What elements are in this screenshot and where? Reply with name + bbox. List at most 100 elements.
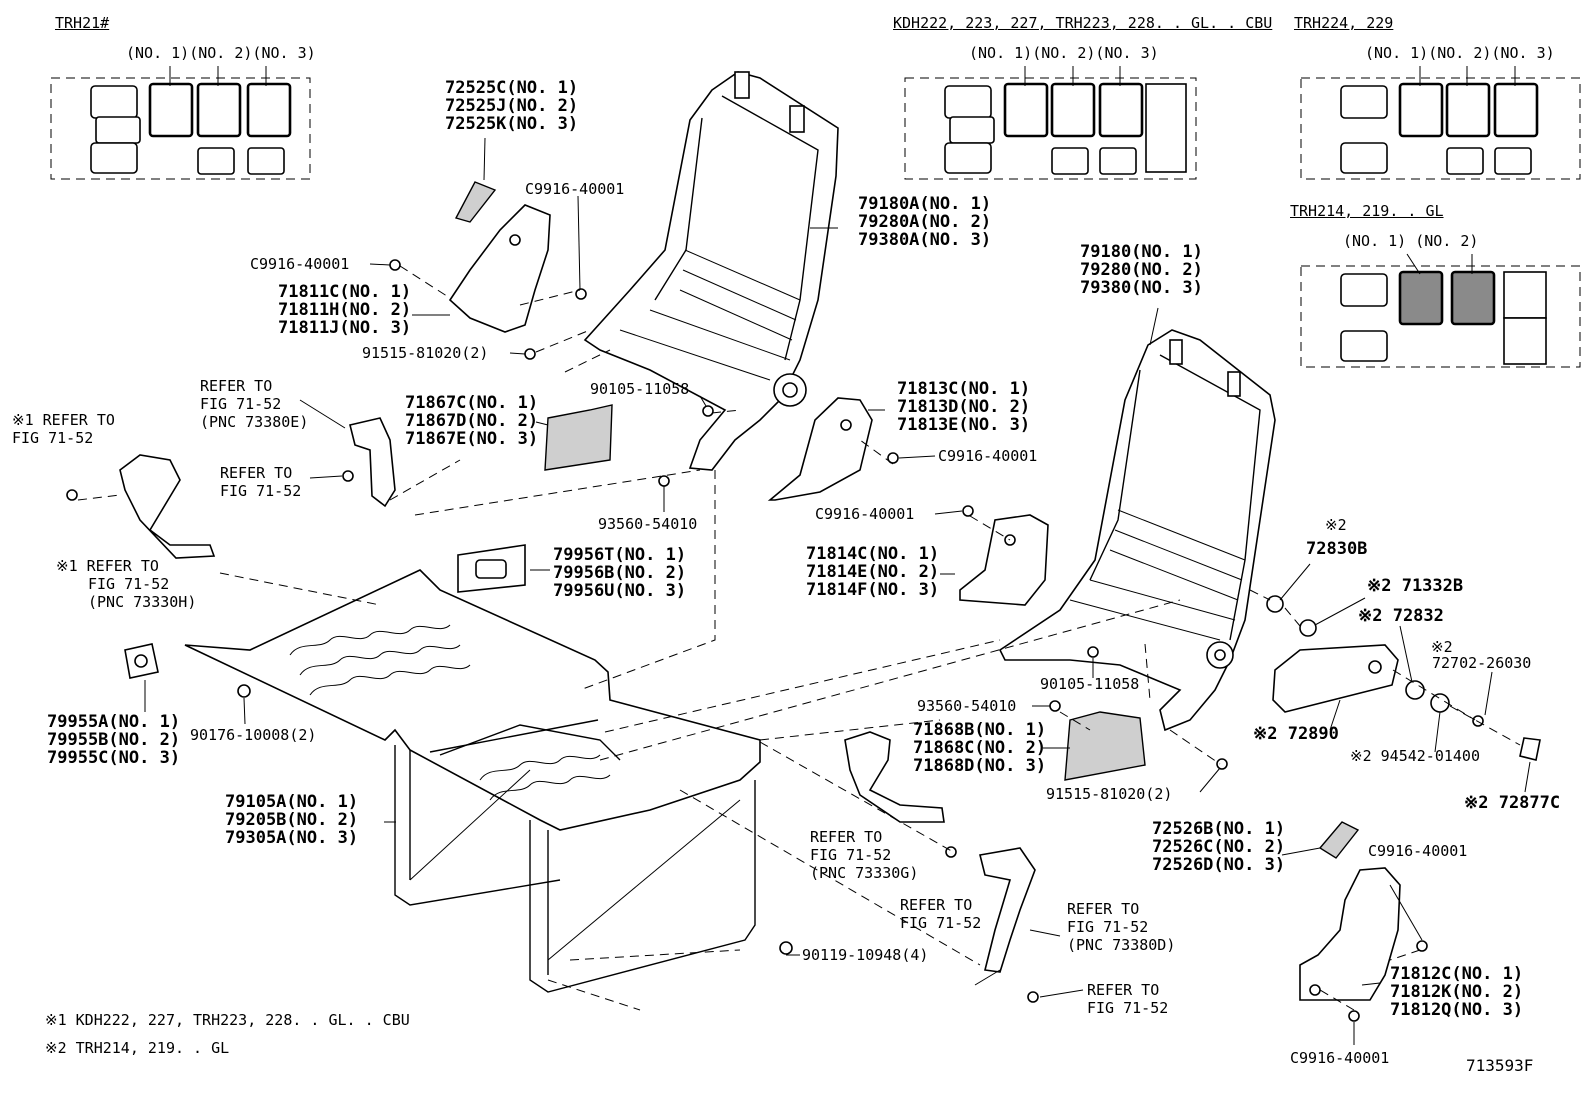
part-number: 72525J(NO. 2) xyxy=(445,96,579,116)
hinge-cover-71814 xyxy=(959,514,1049,606)
header-trh224: TRH224, 229 xyxy=(1294,14,1394,32)
part-number: 71867E(NO. 3) xyxy=(405,429,539,449)
callout-line: (PNC 73380E) xyxy=(200,413,309,431)
belt-anchor-left xyxy=(119,454,216,559)
part-number: 71812K(NO. 2) xyxy=(1390,982,1524,1002)
seat-numbers-trh224: (NO. 1)(NO. 2)(NO. 3) xyxy=(1365,44,1555,62)
seat-numbers-trh214: (NO. 1) (NO. 2) xyxy=(1343,232,1479,250)
part-number: 79956T(NO. 1) xyxy=(553,545,687,565)
figure-number: 713593F xyxy=(1466,1056,1534,1075)
label-72526: 72526B(NO. 1) 72526C(NO. 2) 72526D(NO. 3… xyxy=(1152,820,1285,874)
callout-line: (PNC 73330H) xyxy=(88,593,197,611)
part-number: 71812Q(NO. 3) xyxy=(1390,1000,1524,1020)
seat-numbers-trh21: (NO. 1)(NO. 2)(NO. 3) xyxy=(126,44,316,62)
label-c9916-top: C9916-40001 xyxy=(525,180,625,198)
callout-refer-3: REFER TO FIG 71-52 xyxy=(220,464,301,500)
label-71812: 71812C(NO. 1) 71812K(NO. 2) 71812Q(NO. 3… xyxy=(1390,965,1523,1019)
headrest-cover-72525 xyxy=(454,181,497,223)
seat-numbers-kdh: (NO. 1)(NO. 2)(NO. 3) xyxy=(969,44,1159,62)
part-number: 71813D(NO. 2) xyxy=(897,397,1031,417)
callout-refer-8: REFER TO FIG 71-52 xyxy=(1087,981,1168,1017)
seatback-frame-left xyxy=(583,71,839,471)
callout-line: FIG 71-52 xyxy=(1087,999,1169,1017)
part-number: 79205B(NO. 2) xyxy=(225,810,359,830)
part-number: 71867D(NO. 2) xyxy=(405,411,539,431)
header-kdh: KDH222, 223, 227, TRH223, 228. . GL. . C… xyxy=(893,14,1273,32)
armrest-72890 xyxy=(1272,644,1399,713)
label-90105-mid: 90105-11058 xyxy=(1040,675,1140,693)
label-79180a: 79180A(NO. 1) 79280A(NO. 2) 79380A(NO. 3… xyxy=(858,195,991,249)
callout-line: REFER TO xyxy=(900,896,973,914)
part-number: 79956B(NO. 2) xyxy=(553,563,687,583)
callout-line: REFER TO xyxy=(810,828,883,846)
label-79105: 79105A(NO. 1) 79205B(NO. 2) 79305A(NO. 3… xyxy=(225,793,358,847)
label-72830b: 72830B xyxy=(1306,539,1368,559)
callout-line: FIG 71-52 xyxy=(900,914,982,932)
footnote-1: ※1 KDH222, 227, TRH223, 228. . GL. . CBU xyxy=(45,1011,410,1029)
label-93560-top: 93560-54010 xyxy=(598,515,698,533)
callout-line: FIG 71-52 xyxy=(810,846,892,864)
part-number: 79180A(NO. 1) xyxy=(858,194,992,214)
seat-number-leaders xyxy=(169,66,1516,275)
belt-anchor-right xyxy=(844,731,945,823)
label-71868: 71868B(NO. 1) 71868C(NO. 2) 71868D(NO. 3… xyxy=(913,721,1046,775)
layout-box-trh224 xyxy=(1300,77,1581,180)
label-71814: 71814C(NO. 1) 71814E(NO. 2) 71814F(NO. 3… xyxy=(806,545,939,599)
label-91515-right: 91515-81020(2) xyxy=(1046,785,1173,803)
part-number: 71814F(NO. 3) xyxy=(806,580,940,600)
label-71332b: ※2 71332B xyxy=(1367,576,1464,596)
header-trh214: TRH214, 219. . GL xyxy=(1290,202,1444,220)
part-number: 79955B(NO. 2) xyxy=(47,730,181,750)
part-number: 72525C(NO. 1) xyxy=(445,78,579,98)
callout-line: REFER TO xyxy=(1067,900,1140,918)
label-c9916-mid: C9916-40001 xyxy=(938,447,1038,465)
part-number: 79955C(NO. 3) xyxy=(47,748,181,768)
assembly-dash-lines xyxy=(77,265,1521,1011)
layout-box-kdh xyxy=(904,77,1197,180)
label-c9916-mid2: C9916-40001 xyxy=(815,505,915,523)
part-number: 71814E(NO. 2) xyxy=(806,562,940,582)
callout-line: REFER TO xyxy=(200,377,273,395)
label-c9916-br-bot: C9916-40001 xyxy=(1290,1049,1390,1067)
label-79955: 79955A(NO. 1) 79955B(NO. 2) 79955C(NO. 3… xyxy=(47,713,180,767)
part-number: 71811C(NO. 1) xyxy=(278,282,412,302)
label-72702: 72702-26030 xyxy=(1432,654,1532,672)
callout-refer-7: REFER TO FIG 71-52 (PNC 73380D) xyxy=(1067,900,1175,954)
callout-line: (PNC 73330G) xyxy=(810,864,919,882)
callout-line: ※1 REFER TO xyxy=(12,411,115,429)
callout-line: FIG 71-52 xyxy=(88,575,170,593)
callout-line: REFER TO xyxy=(220,464,293,482)
buckle-cover-71868 xyxy=(1064,711,1146,781)
hinge-cover-71811 xyxy=(448,204,551,333)
part-number: 72526C(NO. 2) xyxy=(1152,837,1286,857)
callout-line: ※1 REFER TO xyxy=(56,557,159,575)
part-number: 79105A(NO. 1) xyxy=(225,792,359,812)
part-number: 71814C(NO. 1) xyxy=(806,544,940,564)
seat-belt-buckle-cover-71867 xyxy=(544,404,613,471)
cushion-stopper-79955 xyxy=(124,643,159,679)
label-90176: 90176-10008(2) xyxy=(190,726,317,744)
part-number: 71811J(NO. 3) xyxy=(278,318,412,338)
belt-buckle-right xyxy=(979,847,1036,973)
callout-line: (PNC 73380D) xyxy=(1067,936,1176,954)
bolts xyxy=(66,259,1484,1022)
label-72525: 72525C(NO. 1) 72525J(NO. 2) 72525K(NO. 3… xyxy=(445,79,578,133)
label-90119: 90119-10948(4) xyxy=(802,946,929,964)
leader-lines xyxy=(144,137,1531,1045)
part-number: 72525K(NO. 3) xyxy=(445,114,579,134)
callout-line: REFER TO xyxy=(1087,981,1160,999)
part-number: 79380(NO. 3) xyxy=(1080,278,1203,298)
part-number: 79180(NO. 1) xyxy=(1080,242,1203,262)
label-71811: 71811C(NO. 1) 71811H(NO. 2) 71811J(NO. 3… xyxy=(278,283,411,337)
label-72890: ※2 72890 xyxy=(1253,724,1339,744)
callout-line: FIG 71-52 xyxy=(220,482,302,500)
callout-refer-4: ※1 REFER TO FIG 71-52 (PNC 73330H) xyxy=(56,557,196,611)
hinge-cover-71813 xyxy=(767,397,873,501)
label-72877c: ※2 72877C xyxy=(1464,793,1561,813)
part-number: 79280A(NO. 2) xyxy=(858,212,992,232)
part-number: 71867C(NO. 1) xyxy=(405,393,539,413)
hinge-cover-71812 xyxy=(1299,867,1401,1001)
part-number: 79280(NO. 2) xyxy=(1080,260,1203,280)
callout-refer-6: REFER TO FIG 71-52 xyxy=(900,896,981,932)
